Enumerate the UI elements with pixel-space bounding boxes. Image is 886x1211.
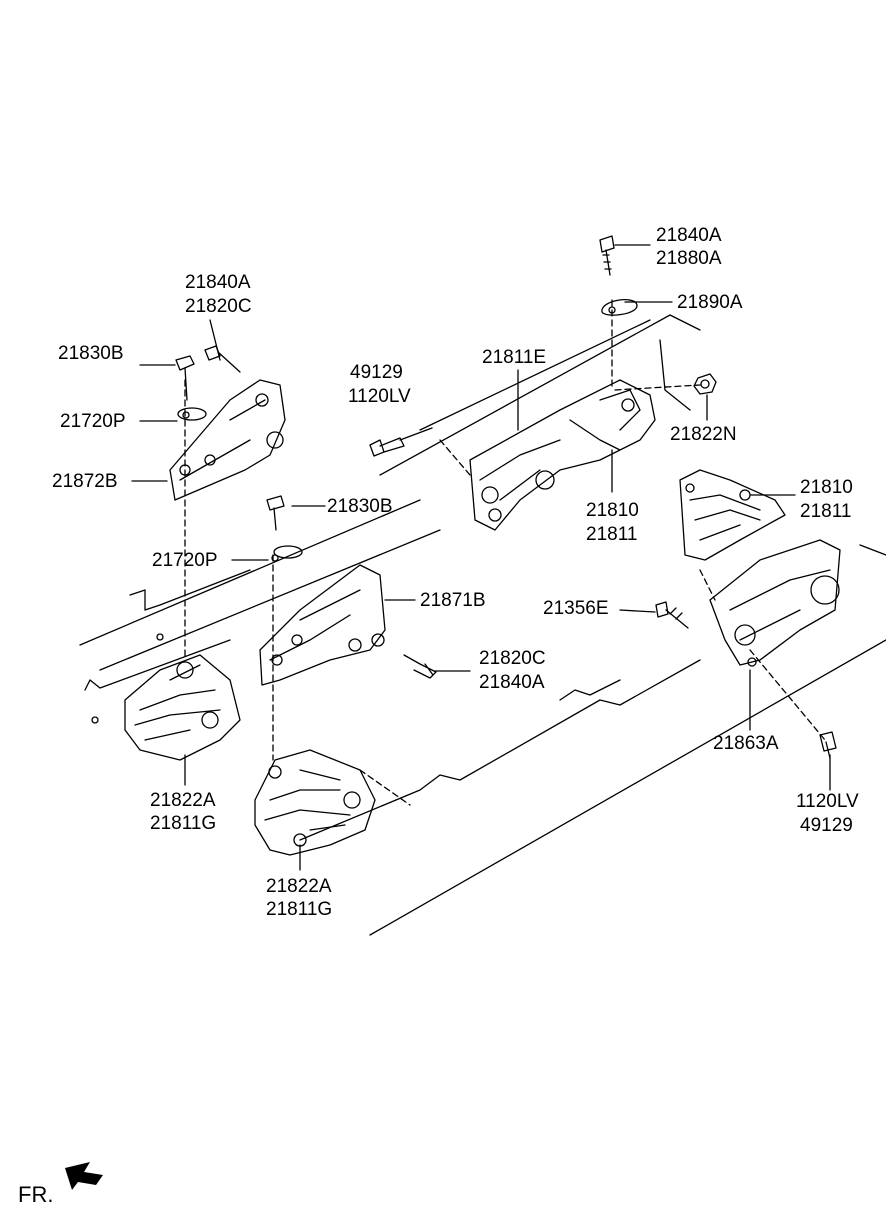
label-21822A-left: 21822A bbox=[150, 790, 216, 811]
label-21820C-left: 21820C bbox=[185, 296, 252, 317]
label-21840A-top: 21840A bbox=[656, 225, 722, 246]
label-49129-bottom: 49129 bbox=[800, 815, 853, 836]
label-21811E: 21811E bbox=[482, 347, 547, 368]
bracket-21871B bbox=[259, 564, 386, 686]
label-21820C-mid: 21820C bbox=[479, 648, 546, 669]
label-21822N: 21822N bbox=[670, 424, 737, 445]
label-21863A: 21863A bbox=[713, 733, 779, 754]
bracket-21863A bbox=[709, 539, 841, 667]
label-21872B: 21872B bbox=[52, 471, 118, 492]
label-21811G-mid: 21811G bbox=[266, 899, 333, 920]
mount-mid bbox=[254, 749, 376, 856]
mount-left bbox=[124, 654, 241, 761]
frame-rail-mid bbox=[84, 569, 621, 701]
align-line-top-right bbox=[439, 299, 701, 476]
label-21720P-mid: 21720P bbox=[152, 550, 218, 571]
bolt-top-left bbox=[369, 437, 405, 457]
front-direction-label: FR. bbox=[18, 1182, 54, 1207]
label-21811-right: 21811 bbox=[800, 501, 852, 522]
frame-rail-upper bbox=[79, 314, 701, 671]
bolt-top-right bbox=[599, 235, 638, 316]
label-21830B-left: 21830B bbox=[58, 343, 124, 364]
frame-rail-lower bbox=[299, 639, 886, 936]
label-1120LV-bottom: 1120LV bbox=[796, 791, 859, 812]
mount-right-upper bbox=[679, 469, 786, 561]
label-21720P-left: 21720P bbox=[60, 411, 126, 432]
label-21890A: 21890A bbox=[677, 292, 743, 313]
bolt-bottom-right bbox=[819, 731, 837, 759]
fr-arrow-icon bbox=[65, 1162, 103, 1190]
label-21811G-left: 21811G bbox=[150, 813, 217, 834]
bolt-21820C-mid bbox=[403, 654, 437, 679]
label-21822A-mid: 21822A bbox=[266, 876, 332, 897]
label-21840A-mid: 21840A bbox=[479, 672, 545, 693]
label-21356E: 21356E bbox=[543, 598, 609, 619]
bolt-21356E bbox=[655, 601, 689, 629]
label-21840A-left: 21840A bbox=[185, 272, 251, 293]
align-line-lower bbox=[359, 769, 411, 806]
label-21880A: 21880A bbox=[656, 248, 722, 269]
label-1120LV-top: 1120LV bbox=[348, 386, 411, 407]
bolt-21840A-left bbox=[204, 345, 241, 373]
bolt-21830B-left bbox=[175, 355, 195, 401]
label-21810-right: 21810 bbox=[800, 477, 853, 498]
label-21871B: 21871B bbox=[420, 590, 486, 611]
bracket-21811E bbox=[469, 379, 656, 531]
frame-rail-right bbox=[659, 339, 886, 556]
label-49129-top: 49129 bbox=[350, 362, 403, 383]
bracket-21872B bbox=[169, 379, 286, 501]
align-line-right bbox=[699, 569, 826, 741]
label-21811-mid: 21811 bbox=[586, 524, 638, 545]
nut-21822N bbox=[693, 373, 717, 395]
bolt-21830B-mid bbox=[266, 495, 285, 531]
label-21810-mid: 21810 bbox=[586, 500, 639, 521]
leader-lines bbox=[131, 244, 831, 871]
label-21830B-mid: 21830B bbox=[327, 496, 393, 517]
